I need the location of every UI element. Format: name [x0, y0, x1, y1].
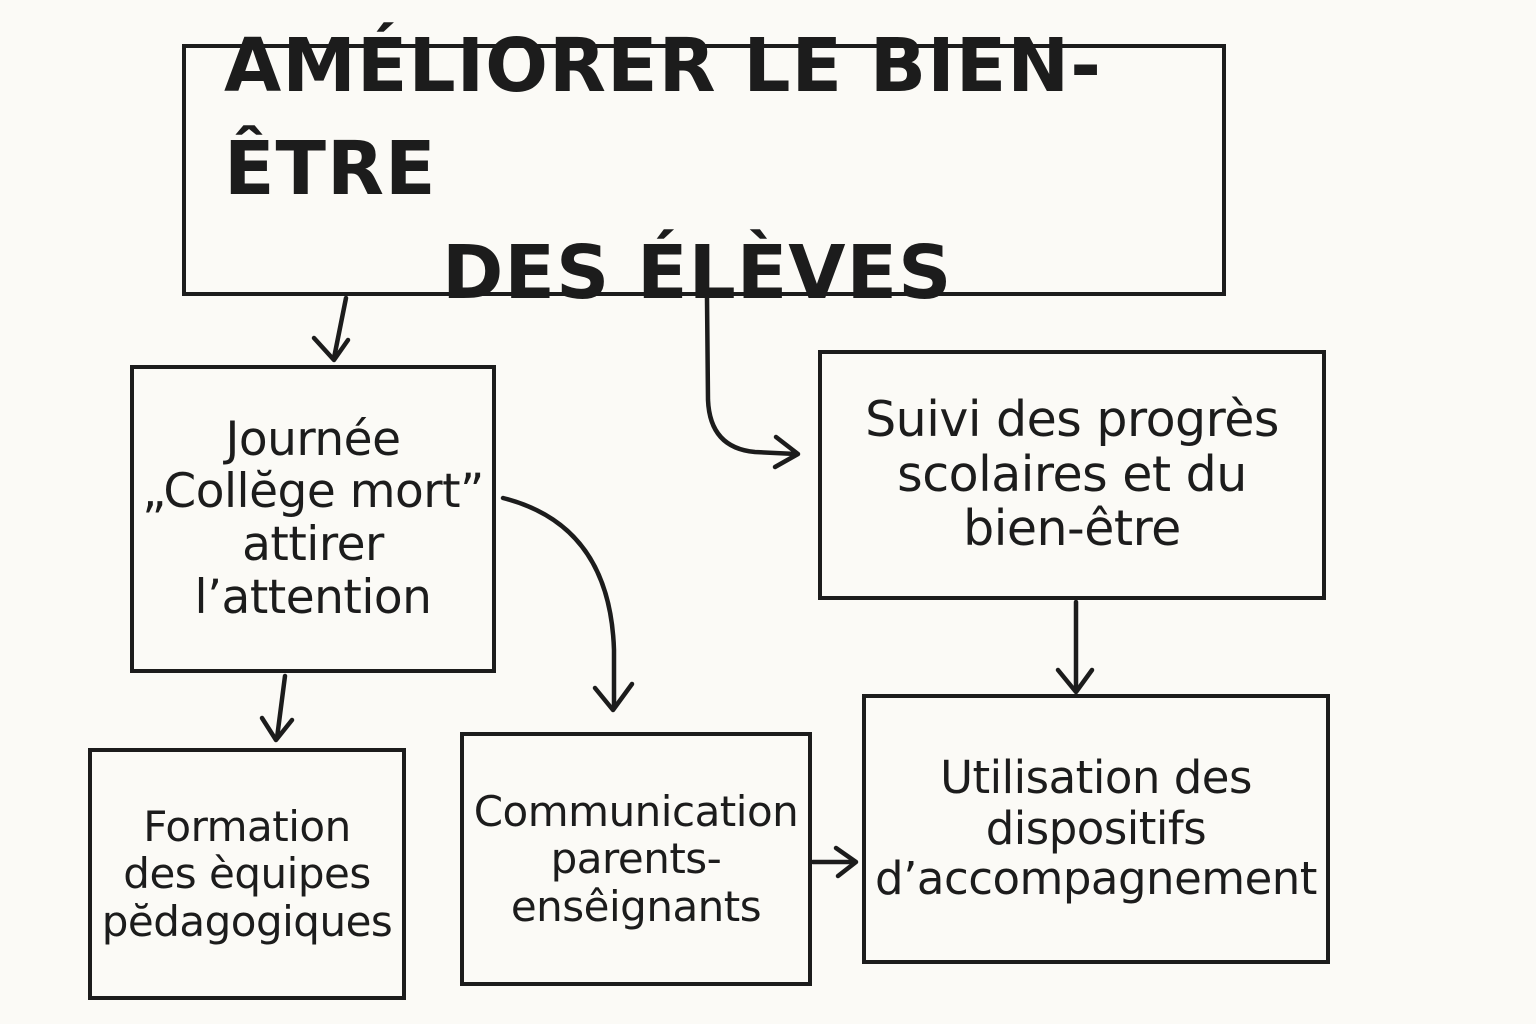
- node-root-goal: AMÉLIORER LE BIEN-ÊTRE DES ÉLÈVES: [182, 23, 1226, 316]
- node-suivi-progres: Suivi des progrès scolaires et du bien-ê…: [818, 350, 1326, 600]
- node-formation-label: Formation des èquipes pĕdagogiques: [101, 802, 393, 946]
- node-root-label: AMÉLIORER LE BIEN-ÊTRE DES ÉLÈVES: [224, 0, 1222, 429]
- edge-journee-communication: [500, 495, 635, 713]
- node-utilisation-label: Utilisation des dispositifs d’accompagne…: [875, 751, 1317, 906]
- node-journee-college-mort: Journée „Collĕge mort” attirer l’attenti…: [130, 365, 496, 673]
- node-communication-label: Communication parents- ensêignants: [473, 787, 799, 931]
- edge-root-journee: [311, 295, 351, 363]
- node-journee-label: Journée „Collĕge mort” attirer l’attenti…: [142, 411, 484, 625]
- node-communication-parents: Communication parents- ensêignants: [460, 732, 812, 986]
- edge-communication-utilisation: [810, 845, 859, 879]
- edge-root-suivi: [704, 295, 801, 470]
- node-suivi-label: Suivi des progrès scolaires et du bien-ê…: [865, 390, 1279, 558]
- edge-suivi-utilisation: [1055, 599, 1095, 695]
- root-title-line1: AMÉLIORER LE BIEN-ÊTRE: [224, 22, 1102, 213]
- edge-journee-formation: [259, 673, 295, 743]
- node-formation-equipes: Formation des èquipes pĕdagogiques: [88, 748, 406, 1000]
- root-title-line2: DES ÉLÈVES: [442, 229, 953, 316]
- node-utilisation-dispositifs: Utilisation des dispositifs d’accompagne…: [862, 694, 1330, 964]
